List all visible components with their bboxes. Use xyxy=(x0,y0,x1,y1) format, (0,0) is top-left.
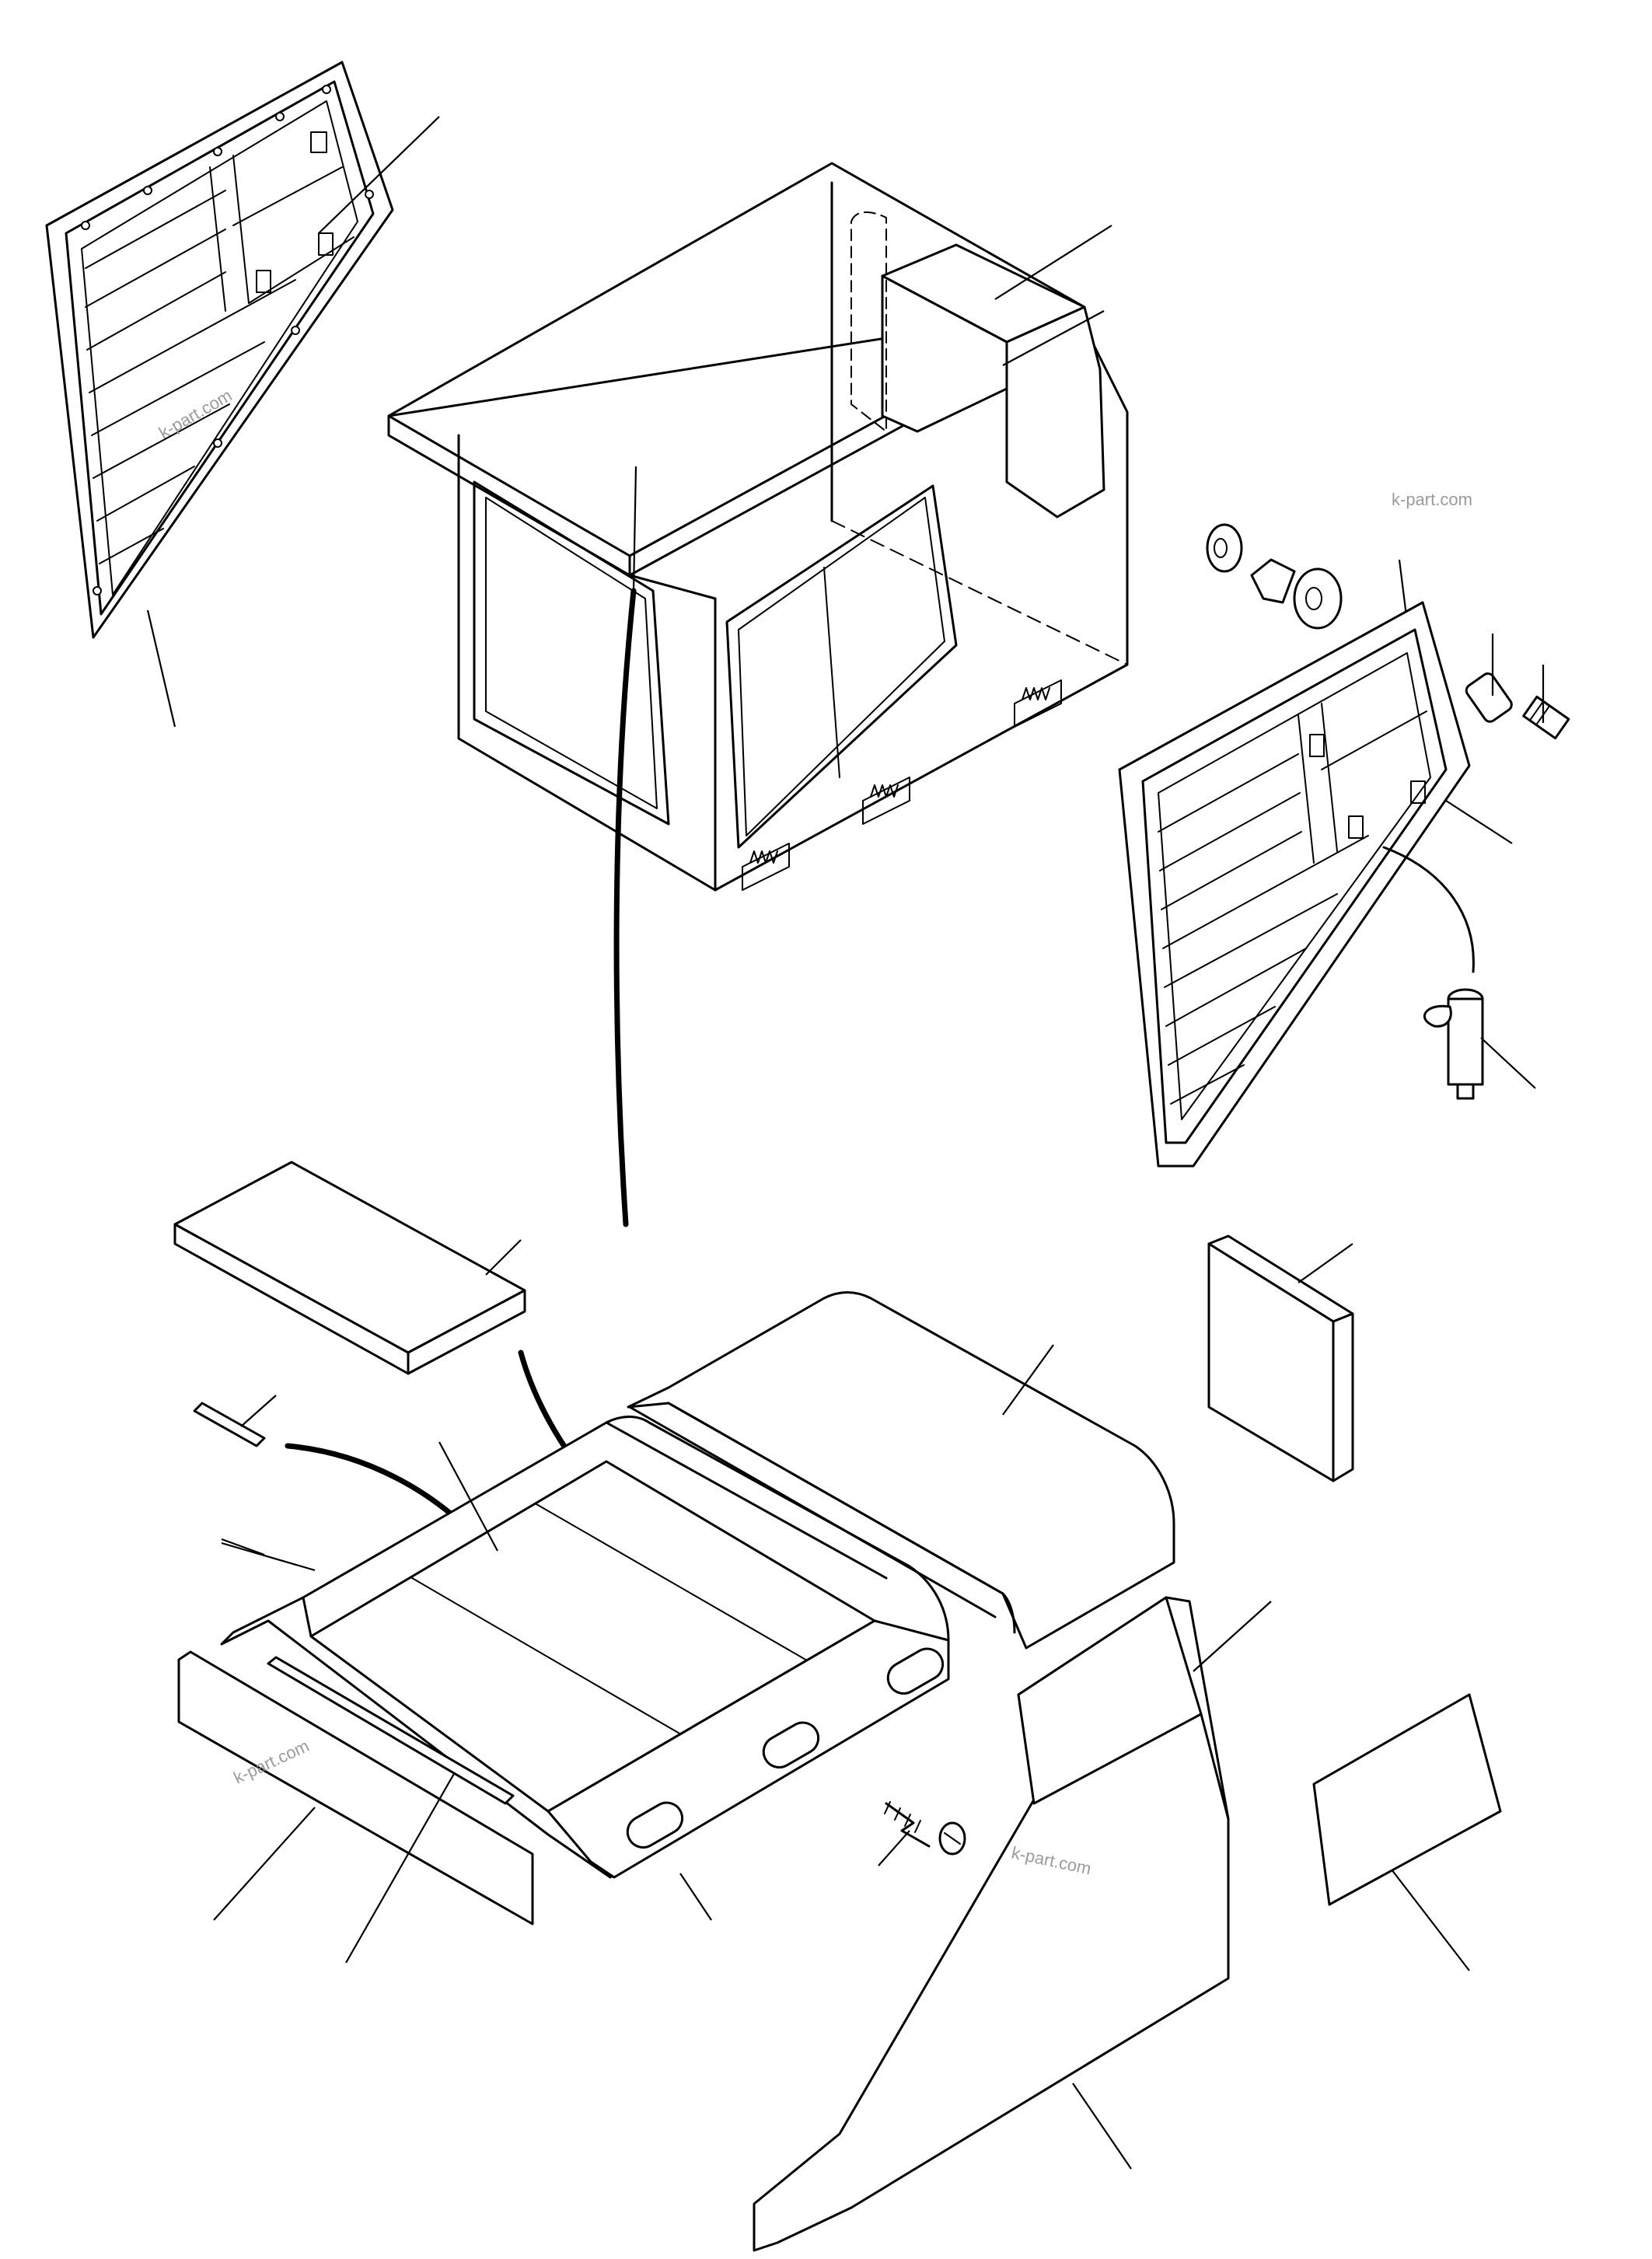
leader-line xyxy=(1002,310,1105,366)
leader-line xyxy=(345,1772,456,1964)
rear-fender xyxy=(627,1291,1175,1650)
seal-strip xyxy=(193,1402,266,1447)
leader-line xyxy=(318,116,440,234)
right-window-grille xyxy=(1118,601,1484,1168)
leader-line xyxy=(485,1239,522,1276)
leader-line xyxy=(994,225,1112,300)
leader-line xyxy=(221,1541,316,1572)
left-fender xyxy=(220,1416,950,1879)
leader-line xyxy=(240,1395,277,1427)
leader-line xyxy=(1445,800,1513,844)
front-panel xyxy=(177,1650,534,1926)
watermark: k-part.com xyxy=(1392,490,1472,509)
leader-line xyxy=(221,1538,265,1556)
mount-hardware xyxy=(1206,523,1570,740)
operator-cab xyxy=(387,162,1129,892)
small-pad xyxy=(1312,1693,1502,1906)
leader-line xyxy=(213,1807,316,1921)
side-insulation-pad xyxy=(1207,1234,1354,1482)
leader-line xyxy=(1298,1243,1353,1283)
leader-line xyxy=(1193,1601,1272,1672)
leader-line xyxy=(632,466,637,592)
leader-line xyxy=(1002,1344,1054,1416)
insulation-pad-top xyxy=(173,1161,526,1375)
leader-line xyxy=(1480,1037,1536,1089)
rear-cover-panel xyxy=(753,1596,1230,2252)
leader-line xyxy=(1391,1869,1470,1971)
tapping-screw xyxy=(884,1801,966,1856)
leader-line xyxy=(878,1830,910,1866)
leader-line xyxy=(438,1441,498,1552)
left-window-grille xyxy=(45,61,394,639)
leader-line xyxy=(1072,2083,1132,2170)
leader-line xyxy=(146,609,176,728)
assembly-arrow xyxy=(613,588,637,1227)
leader-line xyxy=(679,1873,712,1921)
